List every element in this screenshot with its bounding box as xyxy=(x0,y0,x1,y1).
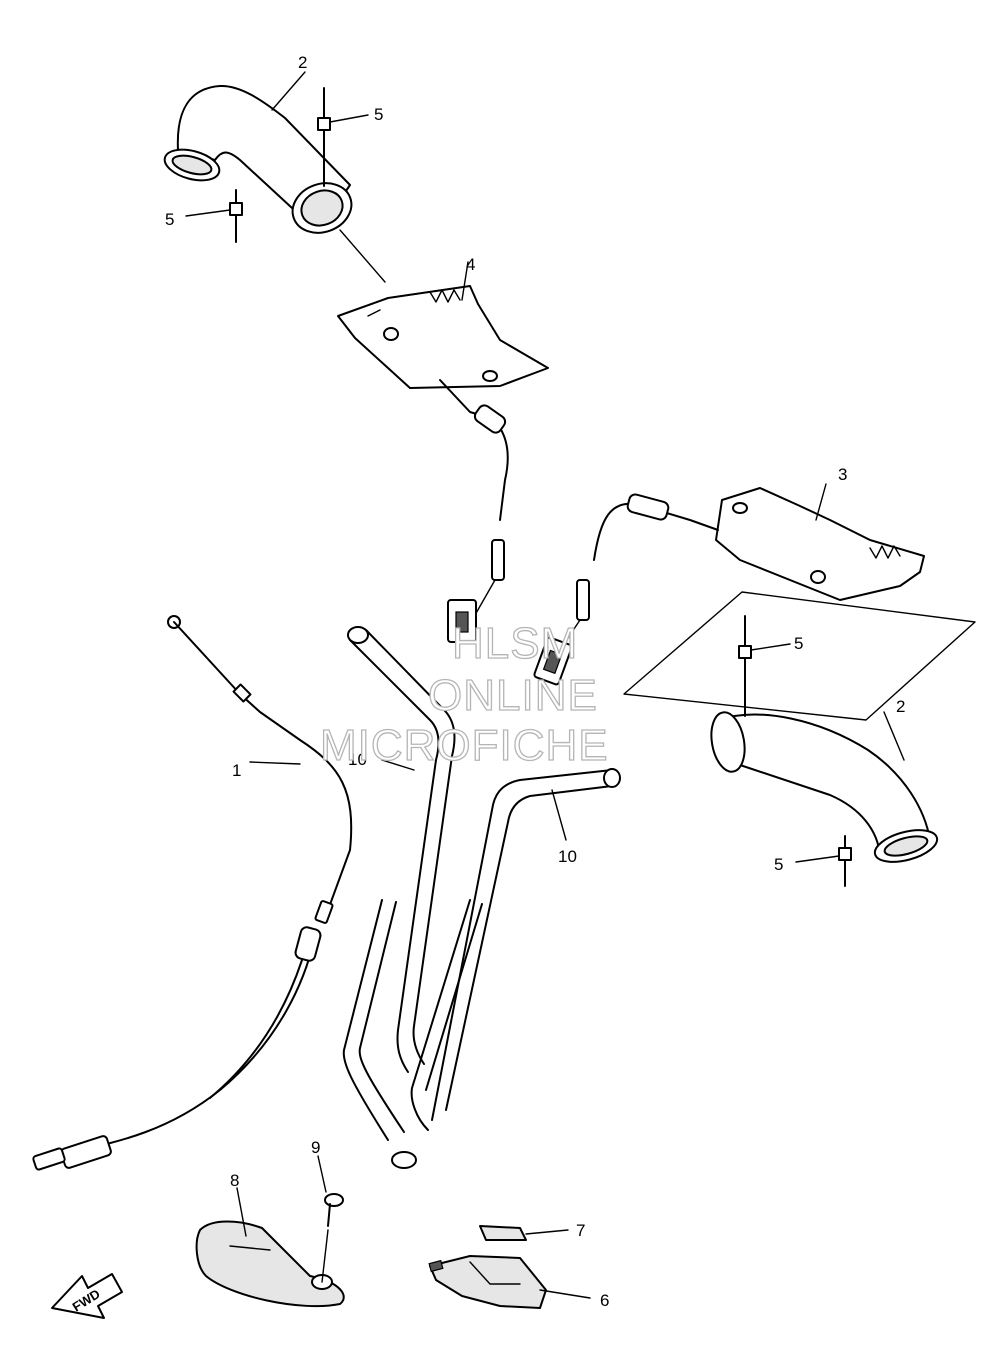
watermark-line-1: HLSM xyxy=(452,619,578,668)
screw xyxy=(317,1155,344,1283)
callout-2-lower: 2 xyxy=(896,697,905,716)
callout-1: 1 xyxy=(232,761,241,780)
callout-2-upper: 2 xyxy=(298,53,307,72)
pad xyxy=(479,1225,569,1241)
rivet-lower-top xyxy=(738,615,791,717)
callout-10-right: 10 xyxy=(558,847,577,866)
watermark-line-3: MICROFICHE xyxy=(320,721,609,770)
sensor-plate-upper xyxy=(337,261,549,643)
callout-10-left: 10 xyxy=(348,750,367,769)
duct-lower xyxy=(710,711,939,863)
callout-5-lower-bottom: 5 xyxy=(774,855,783,874)
tube-right xyxy=(410,768,621,1131)
tube-left xyxy=(342,626,456,1169)
sensor-plate-lower xyxy=(533,483,976,721)
callout-5-upper-left: 5 xyxy=(165,210,174,229)
callout-5-lower-top: 5 xyxy=(794,634,803,653)
duct-upper xyxy=(163,84,386,283)
rivet-upper-right xyxy=(317,87,369,187)
forward-arrow-icon: FWD xyxy=(51,1273,123,1319)
bracket xyxy=(428,1255,591,1309)
callout-5-upper-right: 5 xyxy=(374,105,383,124)
callout-3: 3 xyxy=(838,465,847,484)
rivet-upper-left xyxy=(185,189,243,243)
callout-9: 9 xyxy=(311,1138,320,1157)
watermark-line-2: ONLINE xyxy=(428,671,598,720)
callout-4: 4 xyxy=(466,255,475,274)
cable xyxy=(32,615,353,1171)
cover xyxy=(195,1187,345,1308)
callout-6: 6 xyxy=(600,1291,609,1310)
callout-7: 7 xyxy=(576,1221,585,1240)
rivet-lower-bottom xyxy=(795,835,852,887)
callout-8: 8 xyxy=(230,1171,239,1190)
